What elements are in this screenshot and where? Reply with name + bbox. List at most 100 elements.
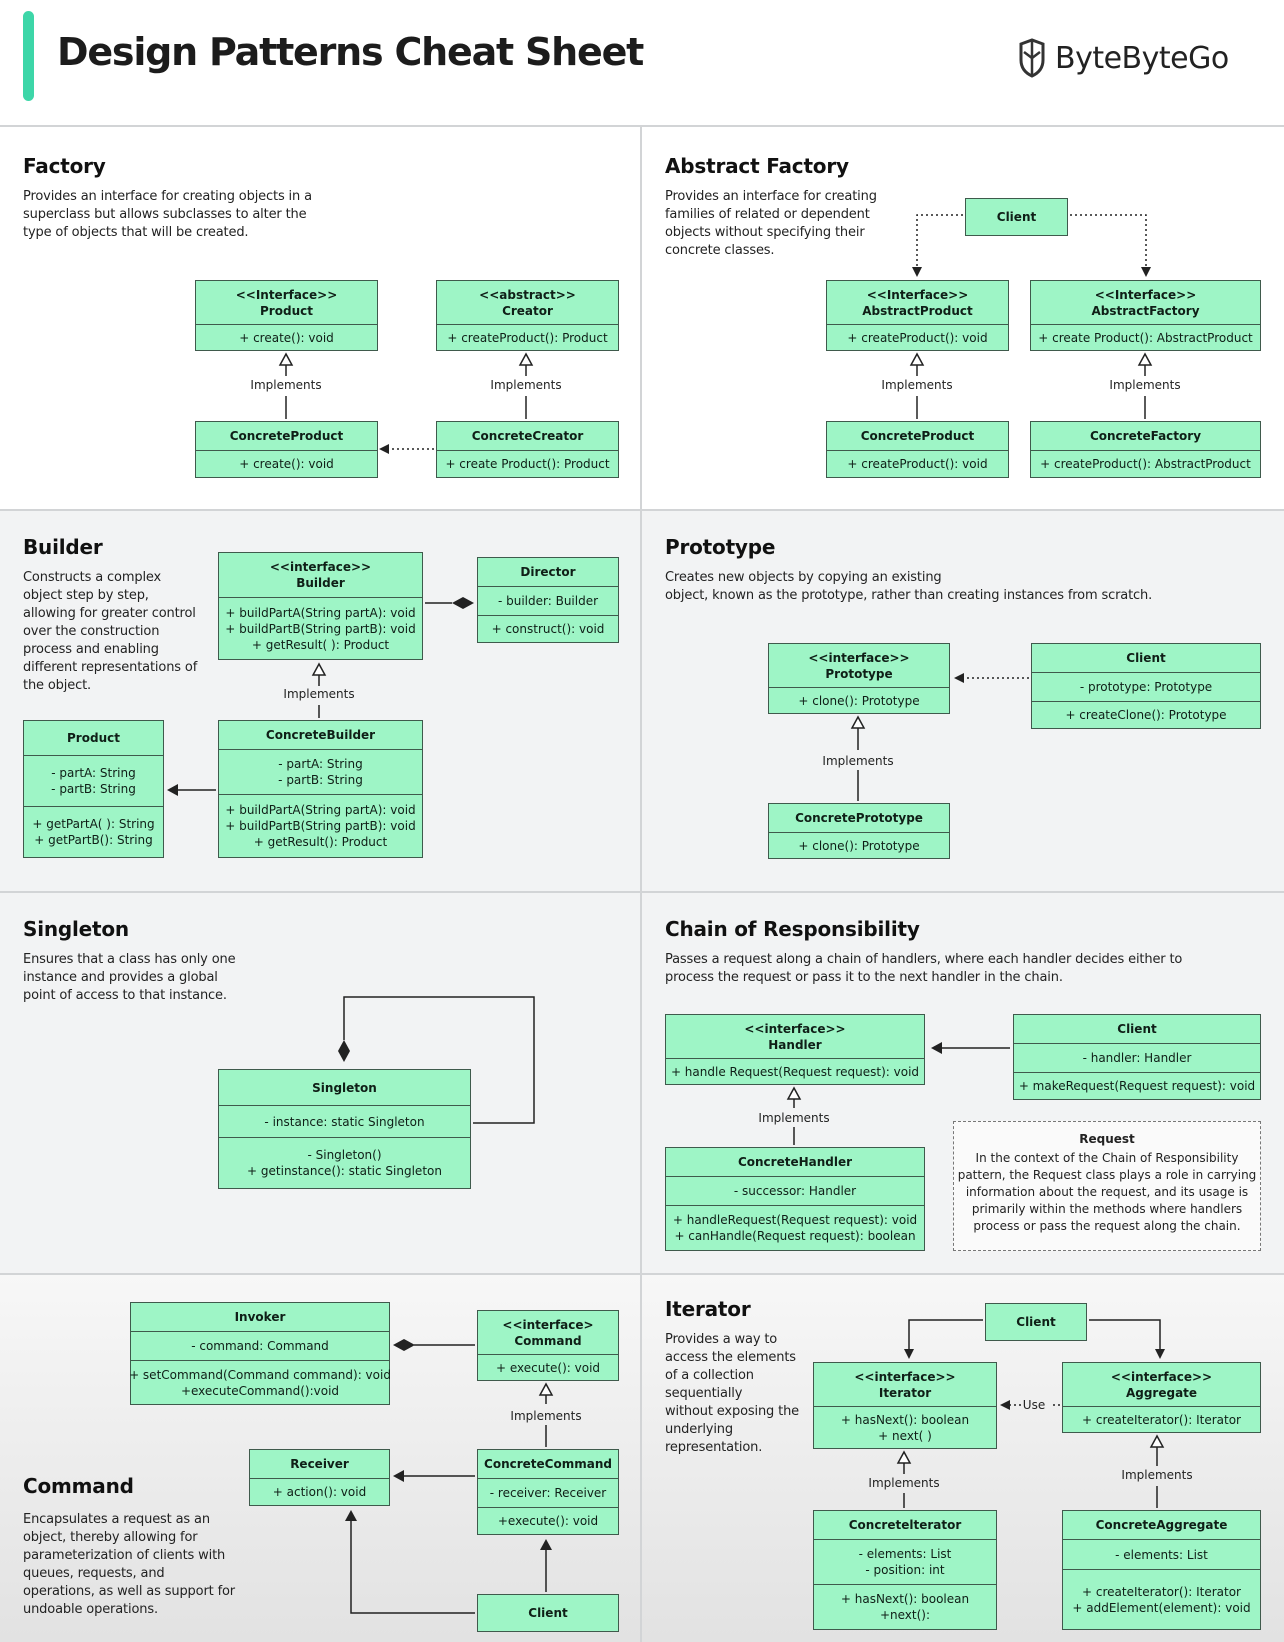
iterator-aggregate-interface-class[interactable]: <<interface>> Aggregate + createIterator… — [1062, 1362, 1261, 1433]
desc-line: access the elements — [665, 1350, 796, 1365]
class-methods: + hasNext(): boolean + next( ) — [814, 1406, 996, 1448]
implements-label: Implements — [1109, 378, 1181, 392]
builder-product-class[interactable]: Product - partA: String - partB: String … — [23, 720, 164, 858]
chain-client-class[interactable]: Client - handler: Handler + makeRequest(… — [1013, 1014, 1261, 1100]
field: - position: int — [865, 1563, 945, 1577]
singleton-class[interactable]: Singleton - instance: static Singleton -… — [218, 1069, 471, 1189]
desc-line: of a collection — [665, 1368, 754, 1383]
abstract-factory-client-class[interactable]: Client — [965, 198, 1068, 236]
iterator-client-class[interactable]: Client — [985, 1303, 1087, 1341]
factory-concrete-creator-class[interactable]: ConcreteCreator + create Product(): Prod… — [436, 421, 619, 478]
field: - prototype: Prototype — [1079, 680, 1213, 694]
method: + createIterator(): Iterator — [1082, 1412, 1241, 1427]
desc-line: different representations of — [23, 660, 198, 675]
factory-description: Provides an interface for creating objec… — [23, 188, 312, 242]
stereotype: <<Interface>> — [866, 287, 969, 302]
iterator-concrete-iterator-class[interactable]: Concretelterator - elements: List - posi… — [813, 1510, 997, 1630]
note-title: Request — [1079, 1132, 1135, 1146]
method: + create Product(): AbstractProduct — [1038, 330, 1253, 345]
brand[interactable]: ByteByteGo — [1017, 36, 1229, 80]
method: + create Product(): Product — [445, 457, 610, 471]
method: + next( ) — [878, 1428, 932, 1443]
separator — [0, 1273, 1284, 1275]
class-header: Client — [1032, 644, 1260, 672]
method: + buildPartB(String partB): void — [225, 819, 416, 833]
abstract-product-class[interactable]: <<Interface>> AbstractProduct + createPr… — [826, 280, 1009, 351]
method: - Singleton() — [307, 1148, 382, 1162]
class-name: Receiver — [290, 1457, 349, 1471]
class-name: ConcreteFactory — [1089, 429, 1202, 443]
command-invoker-class[interactable]: Invoker - command: Command + setCommand(… — [129, 1302, 391, 1405]
class-name: Concretelterator — [848, 1518, 962, 1532]
factory-creator-class[interactable]: <<abstract>> Creator + createProduct(): … — [436, 280, 619, 351]
desc-line: instance and provides a global — [23, 970, 218, 985]
bytebytego-logo-icon — [1019, 38, 1045, 78]
factory-concrete-product-class[interactable]: ConcreteProduct + create(): void — [195, 421, 378, 478]
chain-handler-interface-class[interactable]: <<interface>> Handler + handle Request(R… — [665, 1014, 925, 1085]
abstract-factory-concrete-product-class[interactable]: ConcreteProduct + createProduct(): void — [826, 421, 1009, 478]
field: - elements: List — [858, 1547, 952, 1561]
class-name: Product — [67, 731, 120, 745]
class-header: Invoker — [131, 1303, 389, 1331]
class-header: <<interface>> Iterator — [814, 1363, 996, 1406]
prototype-interface-class[interactable]: <<interface>> Prototype + clone(): Proto… — [768, 643, 950, 714]
field: - elements: List — [1115, 1547, 1208, 1562]
prototype-client-class[interactable]: Client - prototype: Prototype + createCl… — [1031, 643, 1261, 729]
desc-line: sequentially — [665, 1386, 743, 1401]
field: - receiver: Receiver — [489, 1486, 607, 1500]
desc-line: Provides an interface for creating objec… — [23, 189, 312, 204]
class-header: Concretelterator — [814, 1511, 996, 1539]
method: + getPartA( ): String — [32, 817, 155, 831]
class-name: AbstractProduct — [862, 303, 973, 318]
desc-line: without exposing the — [665, 1404, 800, 1419]
method: + addElement(element): void — [1072, 1600, 1251, 1615]
desc-line: representation. — [665, 1440, 763, 1455]
method: + getinstance(): static Singleton — [247, 1164, 442, 1178]
builder-title: Builder — [23, 535, 103, 559]
method: + createIterator(): Iterator — [1082, 1584, 1241, 1599]
singleton-title: Singleton — [23, 917, 129, 941]
class-methods: + createIterator(): Iterator — [1063, 1406, 1260, 1432]
class-name: ConcretePrototype — [795, 811, 923, 825]
iterator-interface-class[interactable]: <<interface>> Iterator + hasNext(): bool… — [813, 1362, 997, 1449]
class-name: Director — [520, 565, 576, 579]
class-header: <<interface>> Prototype — [769, 644, 949, 687]
stereotype: <<interface> — [502, 1317, 594, 1332]
method: + createProduct(): void — [847, 457, 988, 471]
builder-concrete-builder-class[interactable]: ConcreteBuilder - partA: String - partB:… — [218, 720, 423, 858]
accent-bar — [23, 11, 34, 101]
note-line: primarily within the methods where handl… — [971, 1202, 1243, 1216]
note-line: process or pass the request along the ch… — [973, 1219, 1241, 1233]
abstract-factory-concrete-factory-class[interactable]: ConcreteFactory + createProduct(): Abstr… — [1030, 421, 1261, 478]
implements-label: Implements — [283, 687, 355, 701]
command-client-class[interactable]: Client — [477, 1594, 619, 1632]
command-receiver-class[interactable]: Receiver + action(): void — [249, 1449, 390, 1506]
separator — [640, 125, 642, 1642]
class-methods: + createProduct(): AbstractProduct — [1031, 450, 1260, 477]
class-methods: +execute(): void — [478, 1507, 618, 1534]
chain-concrete-handler-class[interactable]: ConcreteHandler - successor: Handler + h… — [665, 1147, 925, 1251]
iterator-concrete-aggregate-class[interactable]: ConcreteAggregate - elements: List + cre… — [1062, 1510, 1261, 1630]
desc-line: concrete classes. — [665, 243, 775, 258]
singleton-description: Ensures that a class has only one instan… — [23, 951, 236, 1005]
method: + clone(): Prototype — [798, 838, 920, 853]
abstract-factory-interface-class[interactable]: <<Interface>> AbstractFactory + create P… — [1030, 280, 1261, 351]
field: - successor: Handler — [733, 1184, 857, 1198]
prototype-concrete-class[interactable]: ConcretePrototype + clone(): Prototype — [768, 803, 950, 859]
builder-interface-class[interactable]: <<interface>> Builder + buildPartA(Strin… — [218, 552, 423, 660]
class-name: Singleton — [312, 1080, 377, 1095]
method: +execute(): void — [497, 1514, 599, 1528]
builder-director-class[interactable]: Director - builder: Builder + construct(… — [477, 557, 619, 643]
method: + createProduct(): void — [847, 330, 988, 345]
command-interface-class[interactable]: <<interface> Command + execute(): void — [477, 1310, 619, 1381]
method: + canHandle(Request request): boolean — [674, 1229, 916, 1243]
implements-label: Implements — [822, 754, 894, 768]
command-concrete-command-class[interactable]: ConcreteCommand - receiver: Receiver +ex… — [477, 1449, 619, 1535]
factory-product-class[interactable]: <<Interface>> Product + create(): void — [195, 280, 378, 351]
desc-line: the object. — [23, 678, 92, 693]
desc-line: Constructs a complex — [23, 570, 162, 585]
